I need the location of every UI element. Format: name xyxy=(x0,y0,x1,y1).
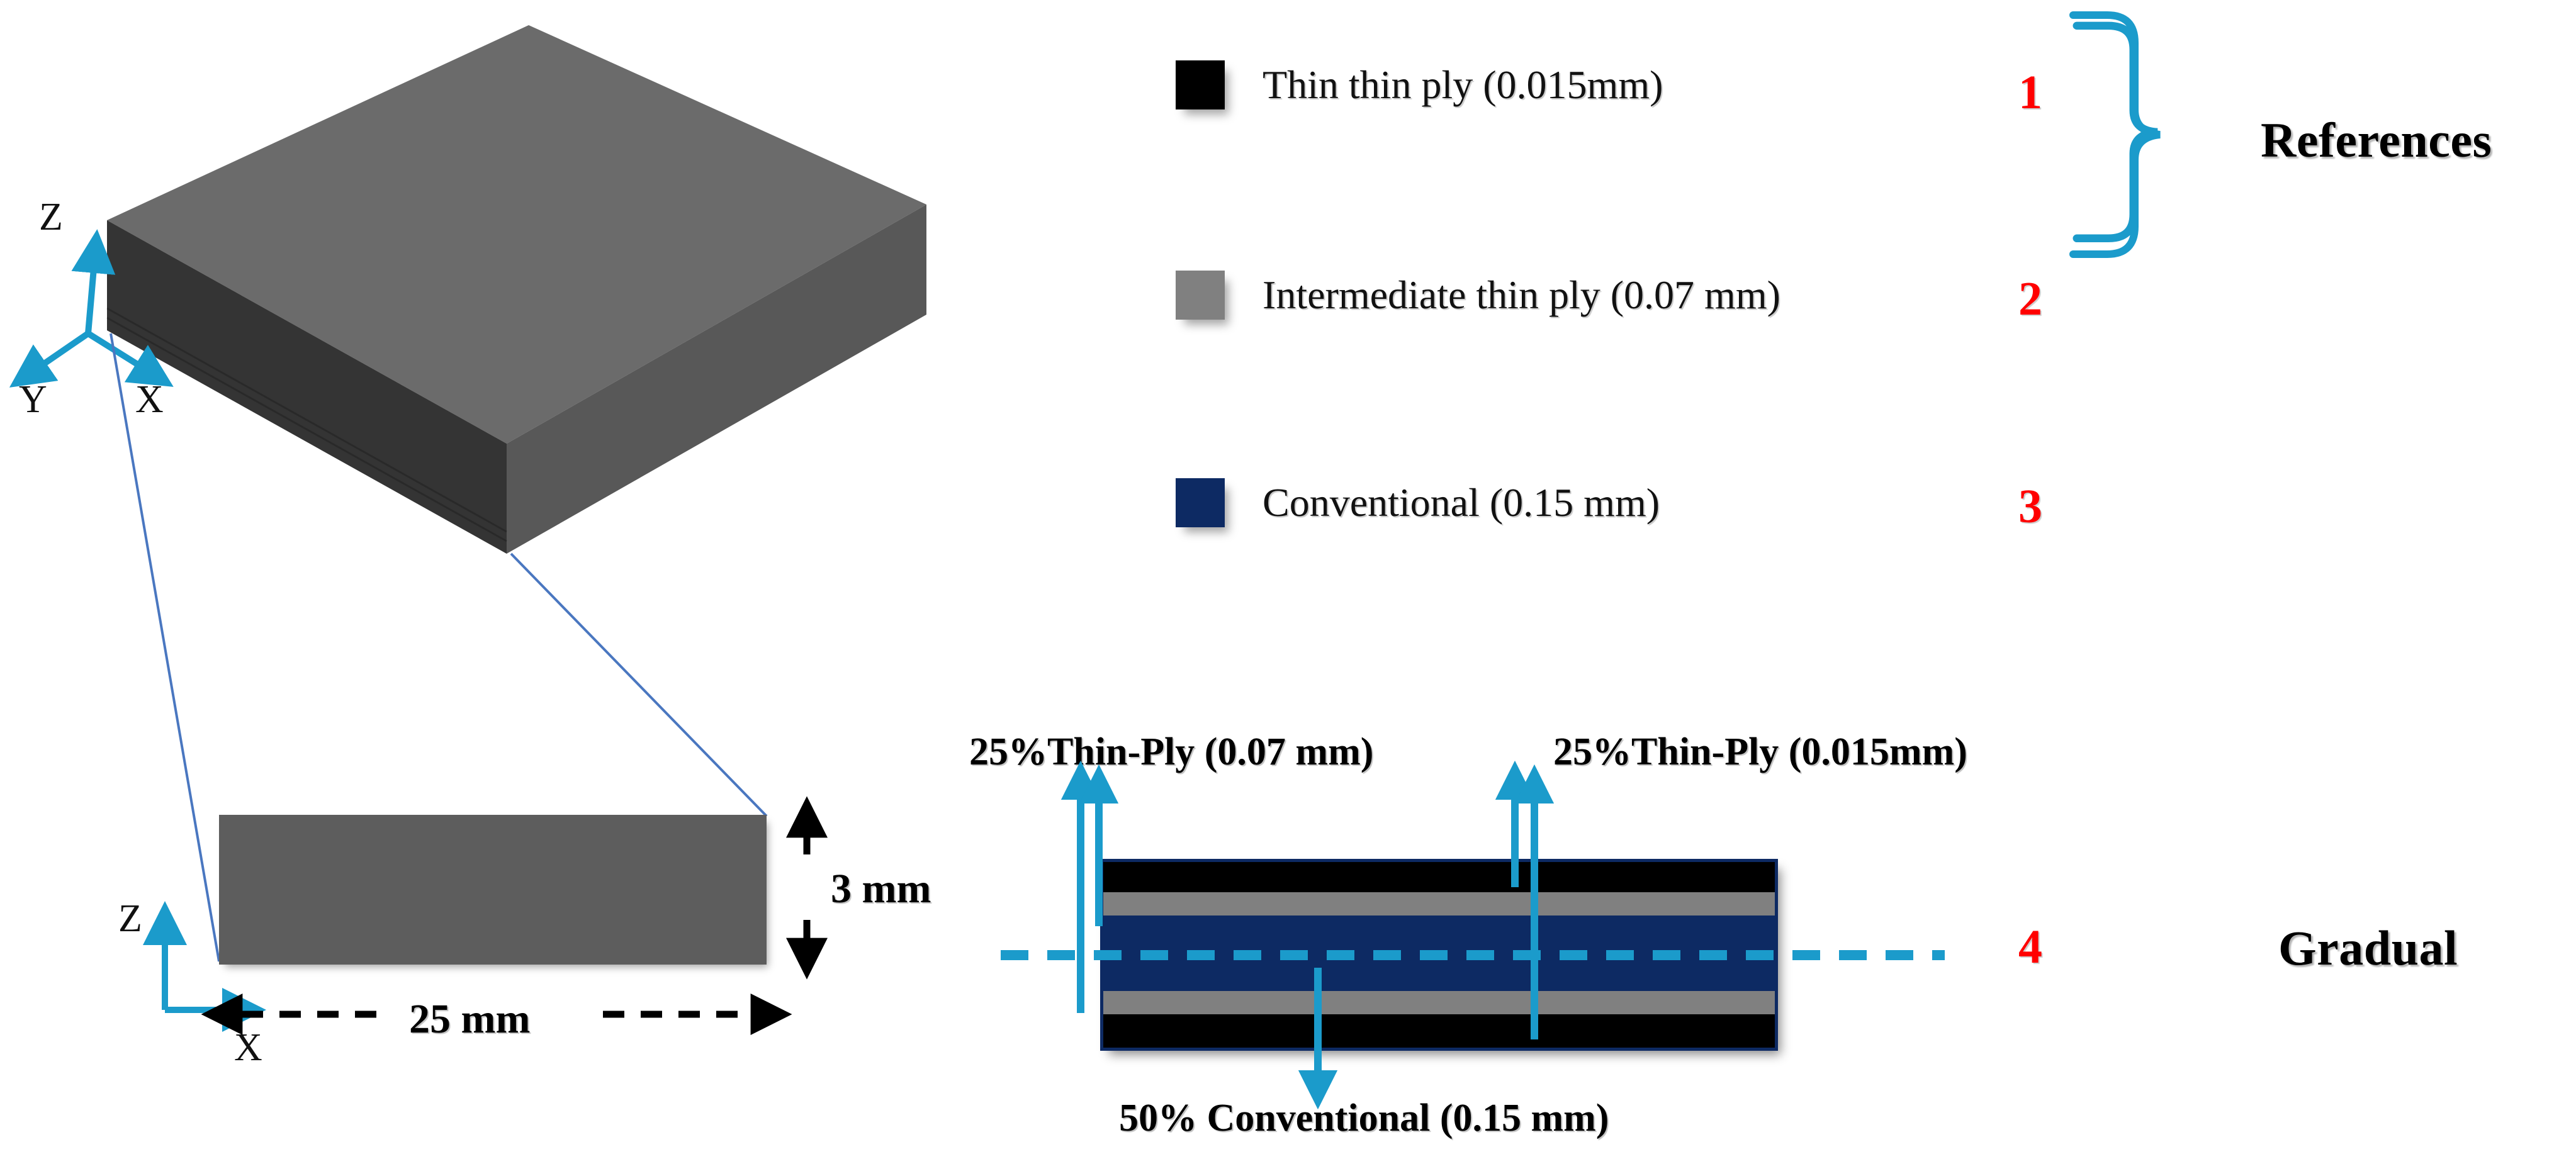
legend-swatch-icon xyxy=(1176,271,1225,320)
legend-item-label: Intermediate thin ply (0.07 mm) xyxy=(1263,272,1780,317)
thickness-dimension-arrows xyxy=(786,796,828,980)
axis-x-arrow xyxy=(86,330,174,387)
axis-y-arrow xyxy=(9,330,90,388)
leader-line-left xyxy=(110,333,220,962)
specimen-3d-block xyxy=(106,25,926,554)
axis-z-arrow xyxy=(71,229,116,334)
ply-layer xyxy=(1100,1014,1778,1051)
reference-number-3: 3 xyxy=(2018,480,2042,533)
legend-item-label: Thin thin ply (0.015mm) xyxy=(1263,62,1663,107)
callout-label-bottom: 50% Conventional (0.15 mm) xyxy=(1119,1097,1609,1139)
callout-label-top-left: 25%Thin-Ply (0.07 mm) xyxy=(969,731,1374,773)
block-front-left-face xyxy=(107,220,507,554)
block-front-right-face xyxy=(507,204,926,554)
legend-item-intermediate-thin-ply: Intermediate thin ply (0.07 mm) xyxy=(1176,271,1780,320)
coordinate-triad-icon xyxy=(9,229,174,388)
legend-item-thin-thin-ply: Thin thin ply (0.015mm) xyxy=(1176,60,1663,109)
block-top-face xyxy=(107,25,926,444)
axis-label-y-3d: Y xyxy=(19,378,47,421)
thickness-label: 3 mm xyxy=(831,866,931,912)
specimen-section-plate xyxy=(219,815,767,965)
legend-swatch-icon xyxy=(1176,60,1225,109)
length-dimension-arrows xyxy=(201,994,792,1035)
gradual-label: Gradual xyxy=(2278,921,2458,975)
gradual-number-4: 4 xyxy=(2018,921,2042,973)
zoom-callout-leaders xyxy=(110,333,768,962)
legend-swatch-icon xyxy=(1176,478,1225,527)
reference-number-1: 1 xyxy=(2018,66,2042,119)
legend-item-label: Conventional (0.15 mm) xyxy=(1263,480,1660,525)
ply-layer xyxy=(1100,991,1778,1014)
reference-number-2: 2 xyxy=(2018,272,2042,325)
legend-item-conventional: Conventional (0.15 mm) xyxy=(1176,478,1660,527)
references-label: References xyxy=(2261,113,2492,167)
length-label: 25 mm xyxy=(409,996,531,1042)
dashed-midplane-line-icon xyxy=(1001,950,1945,960)
reference-brace xyxy=(2064,9,2228,260)
ply-layer xyxy=(1100,859,1778,892)
axis-label-x-3d: X xyxy=(135,378,164,421)
cross-section-callout-arrows xyxy=(1060,760,1555,1110)
block-ply-striations xyxy=(106,307,507,542)
ply-layer xyxy=(1100,892,1778,915)
axis-label-z-3d: Z xyxy=(39,196,63,238)
leader-line-right xyxy=(510,552,768,817)
callout-label-top-right: 25%Thin-Ply (0.015mm) xyxy=(1553,731,1967,773)
axis-label-z-section: Z xyxy=(118,897,142,940)
